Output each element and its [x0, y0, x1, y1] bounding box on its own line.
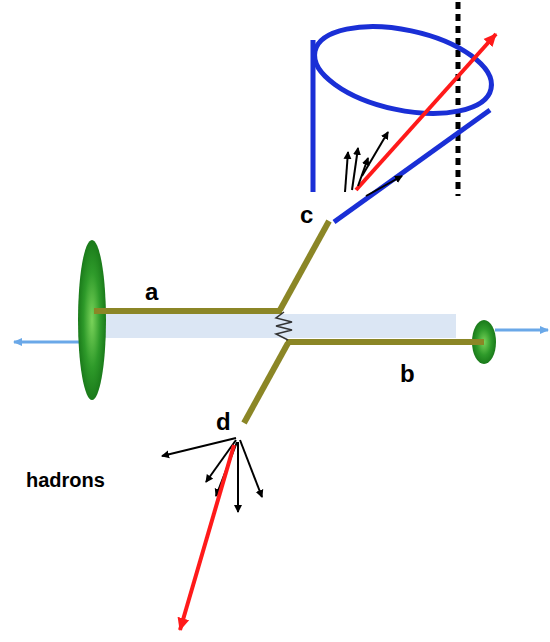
hadron-arrow: [206, 440, 236, 482]
jet-cone: [307, 12, 500, 128]
parton-line: [280, 221, 329, 310]
leading-particle: [180, 445, 234, 630]
hadron-arrow: [240, 440, 262, 497]
hadron-arrow: [352, 148, 358, 190]
hadron-arrow: [237, 442, 239, 512]
beam-arrow: [495, 329, 548, 332]
jet-cone: [311, 40, 316, 192]
parton-label: d: [216, 410, 231, 434]
parton-line: [94, 308, 282, 314]
parton-line: [286, 339, 484, 345]
hadron-arrow: [358, 158, 368, 186]
parton-label: c: [300, 203, 313, 227]
hadron-arrow: [362, 132, 388, 176]
exchange-zigzag: [276, 312, 292, 340]
parton-label: a: [145, 280, 158, 304]
leading-particle: [356, 34, 496, 190]
hadron-arrow: [366, 176, 402, 196]
proton: [78, 240, 106, 400]
hadrons-label: hadrons: [26, 470, 105, 490]
hadron-arrow: [162, 438, 236, 456]
parton-label: b: [400, 362, 415, 386]
hadron-arrow: [345, 152, 348, 192]
dotted-line: [456, 2, 461, 196]
parton-line: [244, 343, 288, 423]
